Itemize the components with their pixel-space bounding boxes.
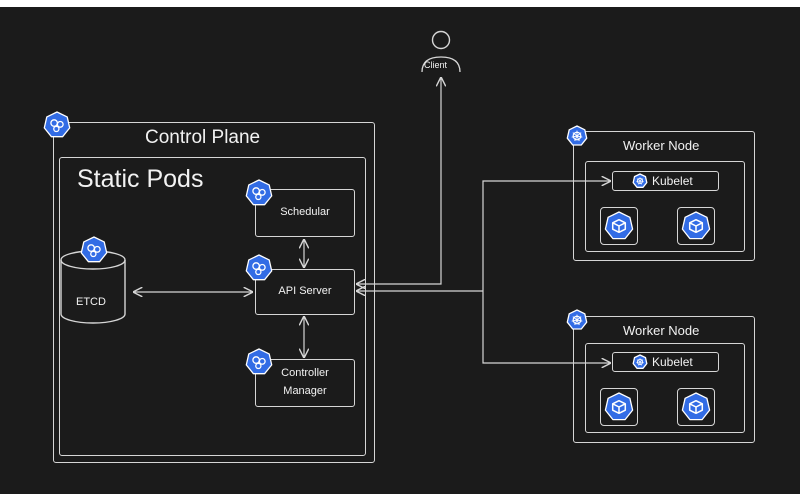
api-server-kubernetes-icon — [245, 254, 273, 281]
controller-kubernetes-icon — [245, 348, 273, 375]
api-server-box — [255, 269, 355, 315]
control-plane-kubernetes-icon — [43, 111, 71, 138]
controller-label-line1: Controller — [281, 367, 329, 379]
static-pods-title: Static Pods — [77, 165, 204, 193]
kubelet-1-box — [612, 171, 719, 191]
etcd-label: ETCD — [76, 296, 106, 308]
pod-cube-icon — [604, 211, 634, 240]
pod-cube-icon — [681, 392, 711, 421]
worker-node-1-kubernetes-icon — [566, 125, 588, 146]
kubelet-1-label: Kubelet — [652, 174, 693, 188]
worker-node-1-title: Worker Node — [623, 138, 700, 153]
client-shoulders — [421, 56, 461, 73]
scheduler-box — [255, 189, 355, 237]
worker-node-1-box — [573, 131, 755, 261]
worker-2-pod-2 — [677, 388, 715, 426]
etcd-kubernetes-icon — [80, 236, 108, 263]
api-client-connector — [357, 78, 441, 284]
worker-node-2-box — [573, 316, 755, 443]
worker-node-1-inner — [585, 161, 745, 252]
worker2-branch — [482, 291, 610, 363]
worker-1-pod-2 — [677, 207, 715, 245]
worker-2-pod-1 — [600, 388, 638, 426]
kubelet-2-box — [612, 352, 719, 372]
pod-cube-icon — [681, 211, 711, 240]
worker1-branch — [482, 181, 610, 291]
worker-1-pod-1 — [600, 207, 638, 245]
kubelet-2-label: Kubelet — [652, 355, 693, 369]
controller-label-line2: Manager — [283, 385, 327, 397]
worker-node-2-kubernetes-icon — [566, 309, 588, 330]
scheduler-kubernetes-icon — [245, 179, 273, 206]
kubelet-1-icon — [632, 173, 648, 188]
person-icon — [431, 30, 451, 50]
top-strip — [0, 0, 800, 7]
controller-manager-box — [255, 359, 355, 407]
api-server-label: API Server — [278, 285, 332, 297]
worker-node-2-inner — [585, 343, 745, 433]
static-pods-box — [59, 157, 366, 456]
worker-node-2-title: Worker Node — [623, 323, 700, 338]
control-plane-title: Control Plane — [145, 127, 261, 148]
client-label: Client — [424, 60, 448, 70]
control-plane-box — [53, 122, 375, 463]
kubelet-2-icon — [632, 354, 648, 369]
scheduler-label: Schedular — [280, 206, 330, 218]
pod-cube-icon — [604, 392, 634, 421]
